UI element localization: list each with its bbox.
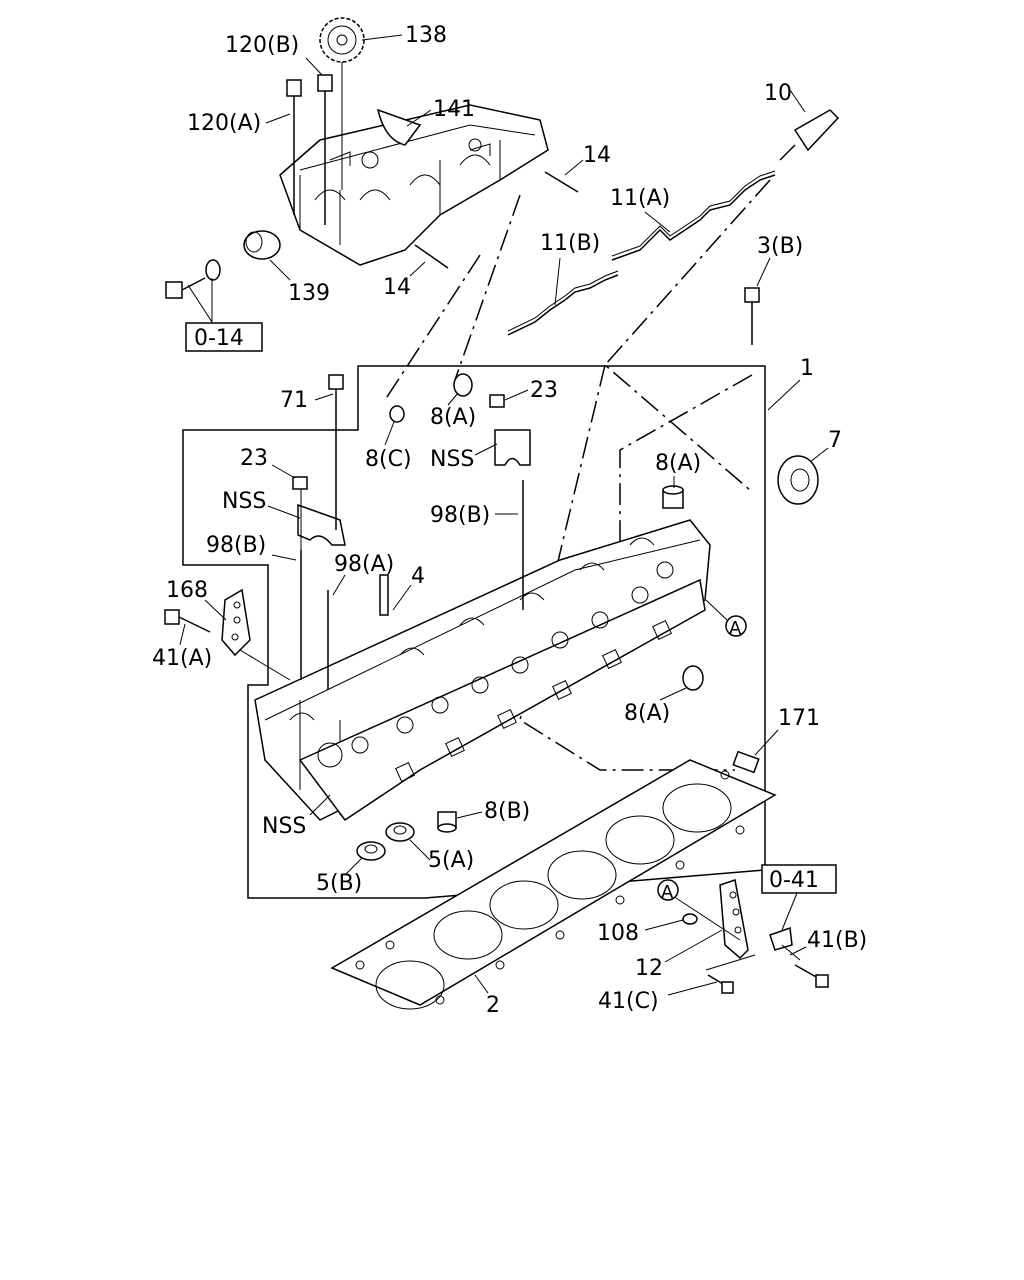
bolt-120b-icon [317, 74, 333, 225]
cam-cap-nss-left-icon [297, 503, 346, 546]
label-8b: 8(B) [484, 799, 530, 824]
wedge-141-icon [376, 108, 422, 146]
label-141: 141 [433, 97, 475, 122]
label-4: 4 [411, 564, 425, 589]
label-5b: 5(B) [316, 871, 362, 896]
label-23-top: 23 [530, 378, 558, 403]
ref-0-14-label: 0-14 [194, 326, 244, 351]
label-171: 171 [778, 706, 820, 731]
ref-circle-a-head[interactable] [725, 615, 747, 637]
sensor-10-icon [779, 109, 840, 161]
label-168: 168 [166, 578, 208, 603]
label-120a: 120(A) [187, 111, 261, 136]
plug-8c-icon [389, 405, 405, 423]
pin-4-icon [379, 574, 389, 616]
bracket-168-icon [221, 588, 251, 657]
bolt-23-left-icon [292, 476, 308, 490]
label-3b: 3(B) [757, 234, 803, 259]
label-108: 108 [597, 921, 639, 946]
assembly-outline [182, 365, 766, 899]
plug-8a-mid-icon [662, 485, 684, 509]
bolt-41c-icon [707, 974, 734, 994]
bolt-23-top-icon [489, 394, 505, 408]
ref-box-0-41[interactable] [761, 864, 837, 894]
label-41a: 41(A) [152, 646, 212, 671]
label-8c: 8(C) [365, 447, 412, 472]
upper-housing-illustration [279, 104, 549, 266]
label-12: 12 [635, 956, 663, 981]
label-10: 10 [764, 81, 792, 106]
bolt-41a-icon [164, 609, 211, 633]
label-71: 71 [280, 388, 308, 413]
cam-cap-nss-top-icon [494, 429, 531, 466]
bolt-120a-icon [286, 79, 302, 215]
seal-5a-icon [385, 822, 415, 842]
label-41c: 41(C) [598, 989, 659, 1014]
label-nss-left: NSS [222, 489, 266, 514]
bracket-12-icon [719, 879, 749, 960]
plug-8a-top-icon [453, 373, 473, 397]
label-8a-mid: 8(A) [655, 451, 701, 476]
head-gasket-2-icon [330, 759, 777, 1010]
label-nss-top: NSS [430, 447, 474, 472]
harness-11a-icon [611, 174, 776, 261]
harness-11b-icon [507, 274, 619, 336]
label-8a-low: 8(A) [624, 701, 670, 726]
ref-box-0-14[interactable] [185, 322, 263, 352]
label-14-upper: 14 [583, 143, 611, 168]
label-8a-top: 8(A) [430, 405, 476, 430]
label-139: 139 [288, 281, 330, 306]
plug-171-icon [732, 750, 760, 774]
gear-138-icon [319, 17, 365, 63]
stud-14-lower-icon [414, 244, 449, 269]
label-98b-right: 98(B) [430, 503, 490, 528]
ref-circle-a-head-label: A [729, 618, 742, 639]
label-98a: 98(A) [334, 552, 394, 577]
label-7: 7 [828, 428, 842, 453]
stud-14-upper-icon [544, 171, 579, 193]
plug-8b-icon [437, 811, 457, 833]
label-98b-left: 98(B) [206, 533, 266, 558]
label-5a: 5(A) [428, 848, 474, 873]
label-1: 1 [800, 356, 814, 381]
label-11a: 11(A) [610, 186, 670, 211]
cylinder-head-illustration [254, 519, 711, 822]
label-23-left: 23 [240, 446, 268, 471]
label-14-lower: 14 [383, 275, 411, 300]
bolt-3b-icon [744, 287, 760, 345]
ref-circle-a-bracket[interactable] [657, 879, 679, 901]
ref-circle-a-bracket-label: A [661, 882, 674, 903]
seal-7-icon [777, 455, 819, 505]
bolt-41b-icon [794, 964, 829, 988]
label-11b: 11(B) [540, 231, 600, 256]
plug-139-icon [243, 230, 281, 260]
bolt-washer-icon [165, 259, 221, 299]
label-2: 2 [486, 993, 500, 1018]
label-138: 138 [405, 23, 447, 48]
seal-5b-icon [356, 841, 386, 861]
label-nss-bottom: NSS [262, 814, 306, 839]
plug-8a-low-icon [682, 665, 704, 691]
clip-icon [769, 926, 793, 951]
bolt-71-icon [328, 374, 344, 530]
label-120b: 120(B) [225, 33, 299, 58]
label-41b: 41(B) [807, 928, 867, 953]
ref-0-41-label: 0-41 [769, 868, 819, 893]
o-ring-108-icon [682, 913, 698, 925]
